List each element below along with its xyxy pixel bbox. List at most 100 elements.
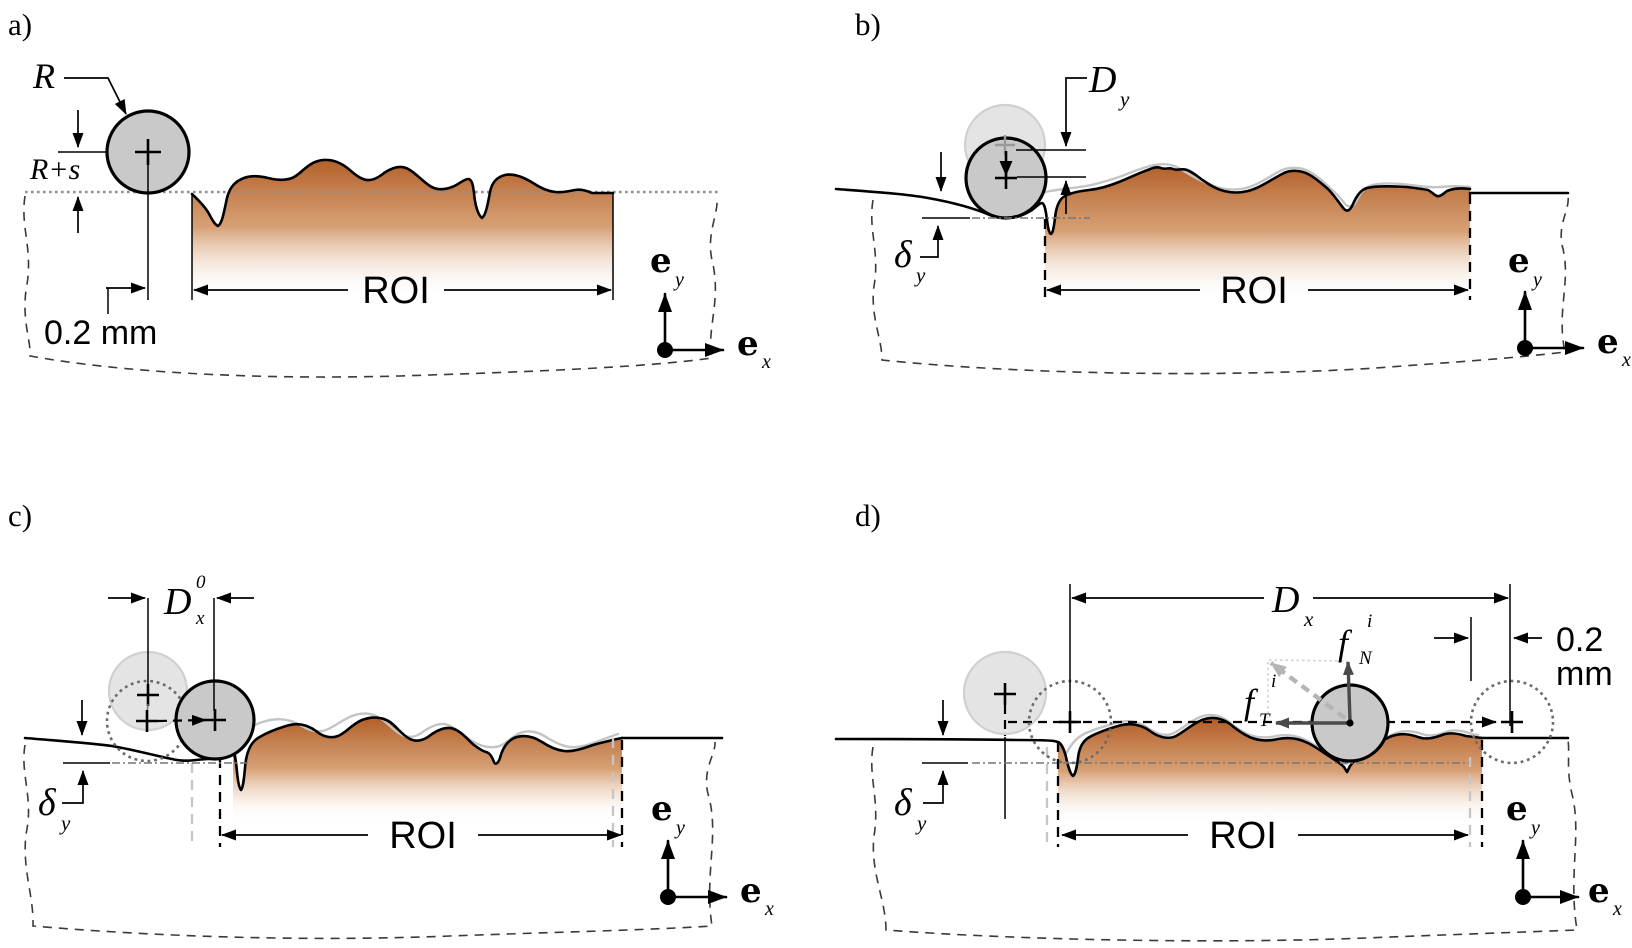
roi-surface [834, 162, 1570, 312]
delta-sub: y [59, 811, 71, 835]
roi-fill [192, 159, 613, 312]
panel-b: D y δ y ROI e y e x b) [834, 7, 1631, 375]
offset-label: 0.2 mm [44, 314, 157, 352]
tangential-force-label: f [1244, 682, 1259, 722]
delta-y-annotation: δ y [894, 700, 949, 835]
tip-previous-cross [136, 710, 158, 732]
delta-label: δ [894, 782, 913, 824]
tangential-force-sup: i [1271, 671, 1276, 692]
axis-y-label: e [1508, 241, 1530, 281]
axis-x-sub: x [764, 898, 774, 920]
delta-sub: y [914, 263, 926, 287]
panel-tag: a) [8, 7, 32, 42]
tip-start-cross [1059, 711, 1081, 733]
roi-label: ROI [389, 815, 457, 857]
coordinate-axes: e y e x [1506, 789, 1622, 920]
roi-profile [190, 158, 615, 228]
axis-y-label: e [651, 789, 673, 829]
panel-d: f i N f i T D x 0.2 mm δ y ROI e y [834, 498, 1622, 942]
panel-tag: b) [855, 7, 881, 42]
roi-dimension: ROI [1061, 815, 1469, 857]
axis-y-sub: y [673, 269, 684, 291]
dy-sub: y [1118, 87, 1130, 111]
delta-y-annotation: δ y [38, 700, 250, 835]
axis-y-sub: y [1531, 269, 1542, 291]
roi-label: ROI [1220, 270, 1288, 312]
roi-surface [834, 713, 1570, 847]
roi-fill [233, 717, 622, 828]
delta-label: δ [38, 782, 57, 824]
panel-tag: c) [8, 498, 32, 533]
indenter-tip [105, 109, 191, 300]
normal-force-arrow [1342, 661, 1354, 721]
offset-annotation: 0.2 mm [1434, 617, 1613, 693]
axis-x-sub: x [1612, 898, 1622, 920]
roi-fill [1045, 167, 1470, 312]
roi-label: ROI [362, 270, 430, 312]
dy-arrow-down [1060, 77, 1087, 147]
dx0-sub: x [195, 608, 205, 629]
dx0-dimension: D 0 x [108, 572, 254, 711]
offset-annotation: 0.2 mm [44, 282, 157, 352]
delta-y-annotation: δ y [894, 152, 1090, 287]
tip-center-cross [204, 709, 226, 731]
dx-sub: x [1303, 607, 1314, 631]
sample-body-outline [23, 741, 716, 940]
tip-ghost [962, 650, 1048, 819]
dx-label: D [1271, 579, 1299, 621]
delta-sub: y [915, 811, 927, 835]
roi-surface [25, 158, 718, 312]
coordinate-axes: e y e x [651, 789, 774, 920]
roi-dimension: ROI [221, 815, 622, 857]
tangential-force-sub: T [1259, 710, 1271, 731]
tip-ghost-cross [994, 683, 1016, 705]
axis-y-label: e [650, 241, 672, 281]
roi-dimension: ROI [193, 270, 612, 312]
delta-label: δ [894, 234, 913, 276]
delta-arrow-up [62, 770, 89, 804]
radius-label: R [32, 56, 55, 96]
standoff-label: R+s [29, 153, 80, 186]
axis-x-label: e [737, 324, 759, 364]
force-construction-horizontal [1268, 659, 1348, 662]
indenter-tip [1267, 659, 1390, 763]
axis-y-sub: y [1529, 817, 1540, 839]
dx-dimension: D x [1069, 579, 1511, 726]
indenter-tip [105, 650, 256, 763]
lateral-motion-arrow [157, 714, 207, 726]
axis-y-label: e [1506, 789, 1528, 829]
delta-arrow-up [923, 770, 949, 804]
tip-end-cross [1501, 711, 1523, 733]
axis-y-sub: y [674, 817, 685, 839]
delta-arrow-up [920, 225, 944, 258]
tip-end-position [1469, 679, 1555, 765]
tip-ghost-cross [137, 684, 159, 706]
normal-force-label: f [1338, 623, 1353, 663]
indent-path-line [146, 703, 149, 715]
downward-motion-arrow [999, 151, 1013, 176]
offset-unit: mm [1556, 655, 1613, 693]
roi-dimension: ROI [1046, 270, 1469, 312]
roi-label: ROI [1209, 815, 1277, 857]
axis-x-sub: x [1621, 349, 1631, 371]
axis-x-label: e [740, 871, 762, 911]
indenter-tip [963, 103, 1048, 220]
normal-force-sup: i [1367, 611, 1372, 632]
roi-fill [1058, 717, 1482, 830]
normal-force-sub: N [1358, 648, 1373, 669]
panel-c: D 0 x δ y ROI e y e x c) [8, 498, 774, 940]
dx0-label: D [163, 581, 191, 623]
panel-tag: d) [855, 498, 881, 533]
dx0-sup: 0 [196, 572, 206, 593]
radius-annotation: R [32, 56, 127, 115]
tip-center-cross [135, 139, 161, 165]
sample-body-outline [23, 195, 718, 378]
coordinate-axes: e y e x [1508, 241, 1631, 371]
resultant-force-arrow [1269, 661, 1347, 720]
offset-value: 0.2 [1556, 621, 1603, 659]
axis-x-sub: x [761, 351, 771, 373]
tip-center-dot [1346, 719, 1354, 727]
ghost-profile [1064, 713, 1480, 766]
standoff-annotation: R+s [29, 110, 108, 233]
